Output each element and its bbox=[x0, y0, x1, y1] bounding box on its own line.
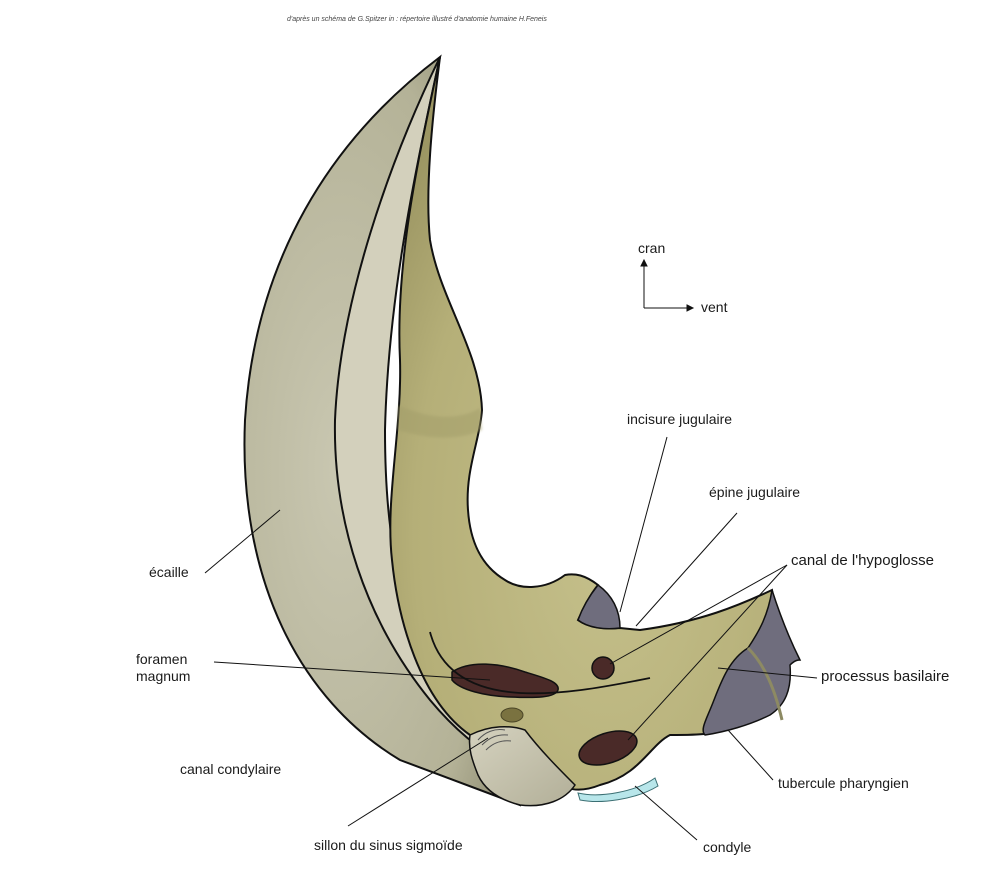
orientation-up-label: cran bbox=[638, 240, 666, 256]
label-condyle: condyle bbox=[703, 839, 752, 855]
label-sillon-sinus: sillon du sinus sigmoïde bbox=[314, 837, 463, 853]
label-tubercule-pharyngien: tubercule pharyngien bbox=[778, 775, 909, 791]
canal-hypoglosse-upper bbox=[591, 656, 615, 680]
label-foramen-magnum: foramen magnum bbox=[136, 651, 191, 684]
bone-shadow-band bbox=[398, 405, 482, 438]
label-canal-condylaire: canal condylaire bbox=[180, 761, 282, 777]
condyle-surface bbox=[577, 777, 659, 802]
label-epine-jugulaire: épine jugulaire bbox=[709, 484, 801, 500]
canal-hypoglosse-lower bbox=[578, 730, 638, 766]
foramen-magnum-shape bbox=[451, 663, 559, 699]
incisure-jugulaire-shape bbox=[577, 583, 621, 630]
label-incisure-jugulaire: incisure jugulaire bbox=[627, 411, 733, 427]
orientation-right-label: vent bbox=[701, 299, 728, 315]
sillon-sinus-arcs bbox=[477, 729, 512, 751]
orientation-axes bbox=[640, 258, 695, 312]
basilar-ridge bbox=[746, 646, 784, 721]
label-ecaille: écaille bbox=[149, 564, 189, 580]
condyle-piece bbox=[468, 725, 576, 807]
canal-condylaire-spot bbox=[500, 707, 524, 723]
label-processus-basilaire: processus basilaire bbox=[821, 668, 950, 685]
label-canal-hypoglosse: canal de l'hypoglosse bbox=[791, 552, 934, 569]
leader-lines bbox=[204, 436, 818, 841]
foramen-contour bbox=[429, 631, 651, 695]
credit-text: d'après un schéma de G.Spitzer in : répe… bbox=[287, 16, 547, 23]
